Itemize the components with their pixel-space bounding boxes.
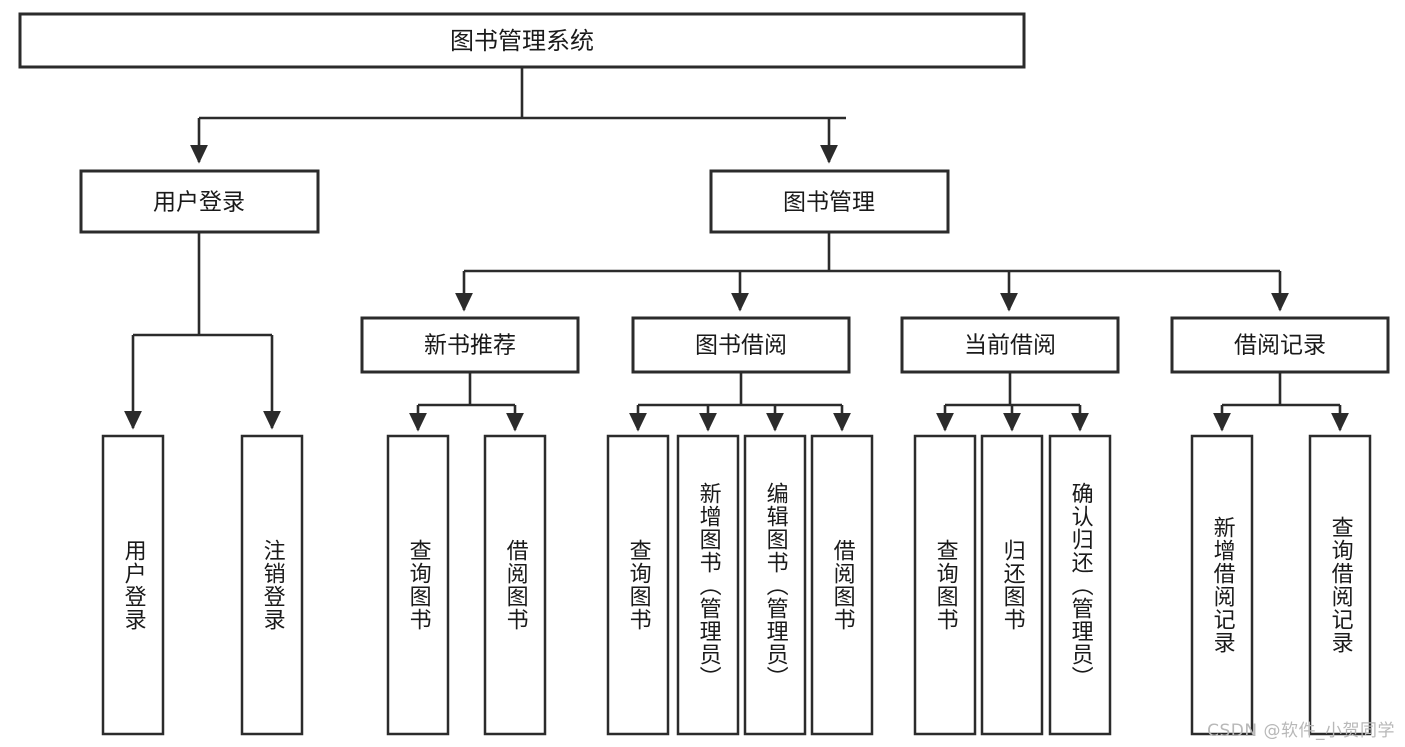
node-query-borrow-record-box[interactable] <box>1308 434 1372 736</box>
node-current-borrow-label: 当前借阅 <box>964 333 1056 359</box>
node-current-borrow-box <box>900 316 1120 374</box>
node-user-login[interactable]: 用户登录 <box>79 169 320 234</box>
node-book-management[interactable]: 图书管理 <box>709 169 950 234</box>
node-root-box <box>18 12 1026 69</box>
node-book-management-box <box>709 169 950 234</box>
connector-new-book-recommend-children <box>409 372 524 432</box>
node-current-borrow[interactable]: 当前借阅 <box>900 316 1120 374</box>
node-add-borrow-record-box[interactable] <box>1190 434 1254 736</box>
node-root[interactable]: 图书管理系统 <box>18 12 1026 69</box>
node-book-borrow-label: 图书借阅 <box>695 333 787 359</box>
node-root-label: 图书管理系统 <box>450 27 594 55</box>
node-query-book-2-box[interactable] <box>606 434 670 736</box>
connector-borrow-record-children <box>1213 372 1349 432</box>
node-borrow-record[interactable]: 借阅记录 <box>1170 316 1390 374</box>
connector-user-login-children <box>124 232 281 430</box>
connector-current-borrow-children <box>936 372 1089 432</box>
node-user-login-label: 用户登录 <box>153 190 245 216</box>
connector-book-borrow-children <box>629 372 851 432</box>
node-new-book-recommend[interactable]: 新书推荐 <box>360 316 580 374</box>
node-new-book-recommend-box <box>360 316 580 374</box>
node-query-book-1-box[interactable] <box>386 434 450 736</box>
connector-root-to-level2 <box>190 67 846 164</box>
node-book-management-label: 图书管理 <box>783 190 875 216</box>
node-confirm-return-admin-box[interactable] <box>1048 434 1112 736</box>
node-edit-book-admin-box[interactable] <box>743 434 807 736</box>
node-return-book-box[interactable] <box>980 434 1044 736</box>
node-book-borrow[interactable]: 图书借阅 <box>631 316 851 374</box>
node-borrow-record-box <box>1170 316 1390 374</box>
node-new-book-recommend-label: 新书推荐 <box>424 333 516 359</box>
node-user-logout-leaf-box[interactable] <box>240 434 304 736</box>
node-borrow-book-1-box[interactable] <box>483 434 547 736</box>
node-borrow-book-2-box[interactable] <box>810 434 874 736</box>
node-query-book-3-box[interactable] <box>913 434 977 736</box>
node-book-borrow-box <box>631 316 851 374</box>
watermark: CSDN @软件_小贺同学 <box>1207 721 1395 741</box>
connector-book-management-children <box>455 232 1289 312</box>
node-borrow-record-label: 借阅记录 <box>1234 333 1326 359</box>
node-add-book-admin-box[interactable] <box>676 434 740 736</box>
node-user-login-leaf-box[interactable] <box>101 434 165 736</box>
